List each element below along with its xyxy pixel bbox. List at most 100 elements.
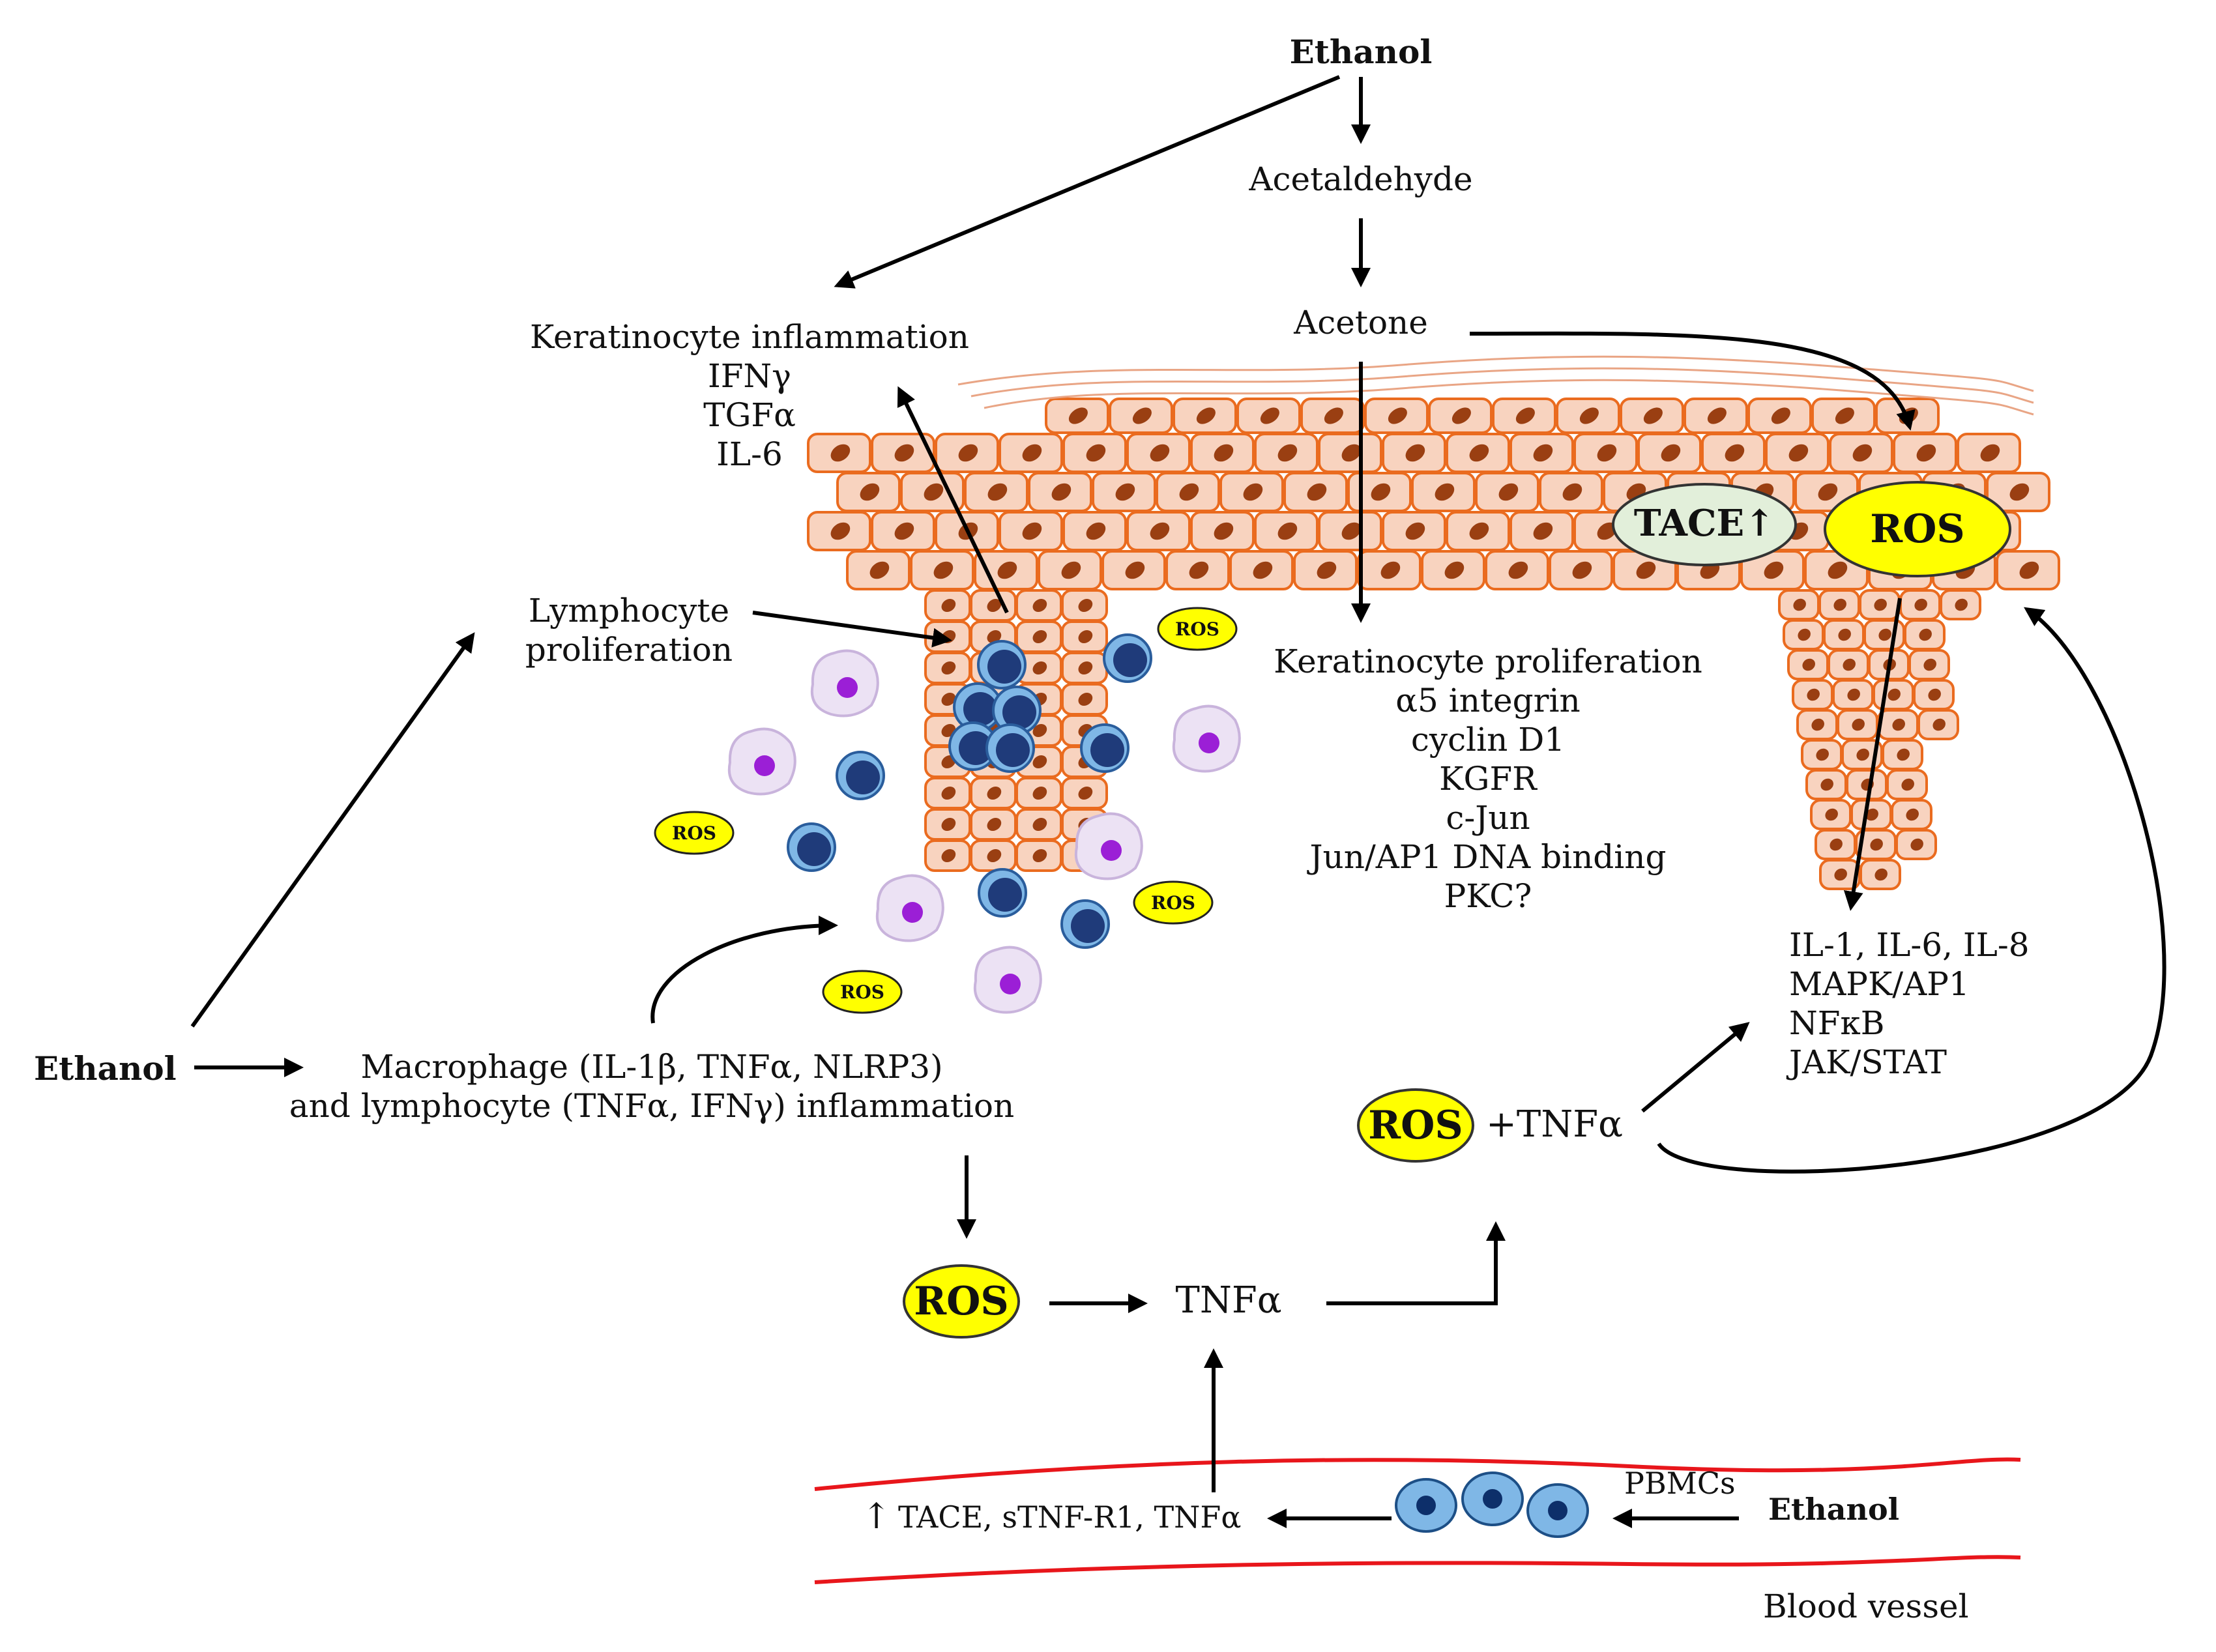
cell-nucleus — [830, 444, 851, 462]
cell-nucleus — [1341, 444, 1362, 462]
inflammation-item-tgfa: TGFα — [703, 396, 796, 434]
cell-nucleus — [1078, 598, 1093, 613]
ros-small-label: ROS — [1151, 892, 1195, 914]
ros-small-oval — [1157, 607, 1238, 651]
cell-nucleus — [1897, 748, 1910, 761]
pbmc-nucleus — [1483, 1489, 1502, 1509]
ros-small-oval — [822, 970, 903, 1014]
right-pathways-block: IL-1, IL-6, IL-8 MAPK/AP1 NFκB JAK/STAT — [1789, 929, 2030, 1079]
cell-nucleus — [1901, 778, 1914, 791]
cell-nucleus — [1032, 817, 1047, 832]
cell-nucleus — [1341, 522, 1362, 540]
vessel-up-arrow-glyph: ↑ — [862, 1496, 892, 1537]
lymphocyte-nucleus — [846, 761, 880, 794]
cell-nucleus — [1865, 808, 1878, 821]
cell-nucleus — [1852, 718, 1865, 731]
cell-nucleus — [1253, 561, 1273, 579]
cell-nucleus — [987, 786, 1002, 800]
cell-nucleus — [1380, 561, 1401, 579]
arrow-ridge-inflammation — [897, 386, 1009, 614]
cell-nucleus — [1798, 628, 1811, 641]
cell-nucleus — [941, 598, 956, 613]
bottom-ros-label: ROS — [914, 1279, 1009, 1324]
cell-nucleus — [941, 661, 956, 675]
macrophage-inflammation-block: Macrophage (IL-1β, TNFα, NLRP3) and lymp… — [289, 1051, 1014, 1122]
cell-nucleus — [1078, 630, 1093, 644]
arrow-loop-back-ros — [1657, 607, 2166, 1174]
inflammation-item-il6: IL-6 — [716, 435, 783, 473]
cell-nucleus — [1811, 718, 1824, 731]
cell-nucleus — [1807, 688, 1820, 701]
keratinocyte-proliferation-block: Keratinocyte proliferation α5 integrin c… — [1274, 645, 1702, 912]
ros-small-oval — [654, 811, 735, 855]
cell-nucleus — [1980, 444, 2000, 462]
inflammation-item-ifng: IFNγ — [707, 357, 792, 395]
cell-nucleus — [2009, 483, 2030, 501]
cell-nucleus — [1910, 838, 1923, 851]
macrophage-nucleus — [902, 902, 923, 923]
cell-nucleus — [997, 561, 1017, 579]
immune-cells — [727, 633, 1241, 1014]
macrophage-line: Macrophage (IL-1β, TNFα, NLRP3) — [360, 1048, 943, 1086]
bottom-ros-oval — [903, 1264, 1020, 1339]
ros-small-label: ROS — [840, 981, 884, 1003]
keratinocyte-inflammation-block: Keratinocyte inflammation IFNγ TGFα IL-6 — [530, 321, 969, 471]
cell-nucleus — [1834, 868, 1847, 881]
tace-oval-label: TACE↑ — [1633, 502, 1775, 545]
cell-nucleus — [987, 817, 1002, 832]
cell-nucleus — [1469, 444, 1489, 462]
blood-vessel-label: Blood vessel — [1763, 1587, 1969, 1625]
cell-nucleus — [1793, 598, 1806, 611]
cell-nucleus — [1919, 628, 1932, 641]
cell-nucleus — [1243, 483, 1263, 501]
vessel-ethanol-label: Ethanol — [1768, 1492, 1900, 1527]
cell-nucleus — [1405, 522, 1425, 540]
cell-nucleus — [1874, 868, 1888, 881]
cell-nucleus — [1317, 561, 1337, 579]
cell-nucleus — [1636, 561, 1656, 579]
cell-nucleus — [1086, 522, 1106, 540]
lymphocyte-nucleus — [959, 731, 993, 765]
cell-nucleus — [1022, 522, 1042, 540]
cell-nucleus — [1788, 444, 1809, 462]
lymphocyte-nucleus — [1113, 643, 1147, 677]
pbmc-nucleus — [1548, 1501, 1567, 1520]
cell-nucleus — [1932, 718, 1946, 731]
prolif-item-a5-integrin: α5 integrin — [1395, 682, 1581, 719]
cell-nucleus — [1214, 444, 1234, 462]
acetone-label: Acetone — [1294, 304, 1428, 341]
cell-nucleus — [941, 786, 956, 800]
ros-small-oval — [1133, 880, 1214, 925]
keratinocyte-inflammation-title: Keratinocyte inflammation — [530, 318, 969, 356]
pbmc-nucleus — [1416, 1496, 1436, 1515]
lymphocyte-proliferation-block: Lymphocyte proliferation — [525, 594, 733, 666]
cell-nucleus — [1833, 598, 1846, 611]
plus-tnfa-label: +TNFα — [1486, 1103, 1623, 1146]
cell-nucleus — [1277, 444, 1298, 462]
cell-nucleus — [1928, 688, 1941, 701]
cell-nucleus — [869, 561, 890, 579]
cell-nucleus — [1498, 483, 1519, 501]
cell-nucleus — [1802, 658, 1815, 671]
corneum-line — [957, 355, 2034, 392]
cell-nucleus — [1597, 444, 1617, 462]
lymphocyte-nucleus — [1071, 909, 1105, 943]
prolif-item-pkc: PKC? — [1444, 877, 1532, 915]
cell-nucleus — [1132, 407, 1152, 424]
cell-nucleus — [1078, 661, 1093, 675]
cell-nucleus — [924, 483, 944, 501]
blood-vessel — [814, 1457, 2021, 1584]
cell-nucleus — [1324, 407, 1343, 424]
cell-nucleus — [1371, 483, 1391, 501]
cell-nucleus — [1214, 522, 1234, 540]
cell-nucleus — [1661, 444, 1681, 462]
cell-nucleus — [987, 598, 1002, 613]
cell-nucleus — [1189, 561, 1209, 579]
cell-nucleus — [1032, 755, 1047, 769]
vessel-wall-bottom — [814, 1555, 2021, 1584]
cell-nucleus — [987, 630, 1002, 644]
cell-nucleus — [1562, 483, 1582, 501]
cell-nucleus — [1764, 561, 1784, 579]
